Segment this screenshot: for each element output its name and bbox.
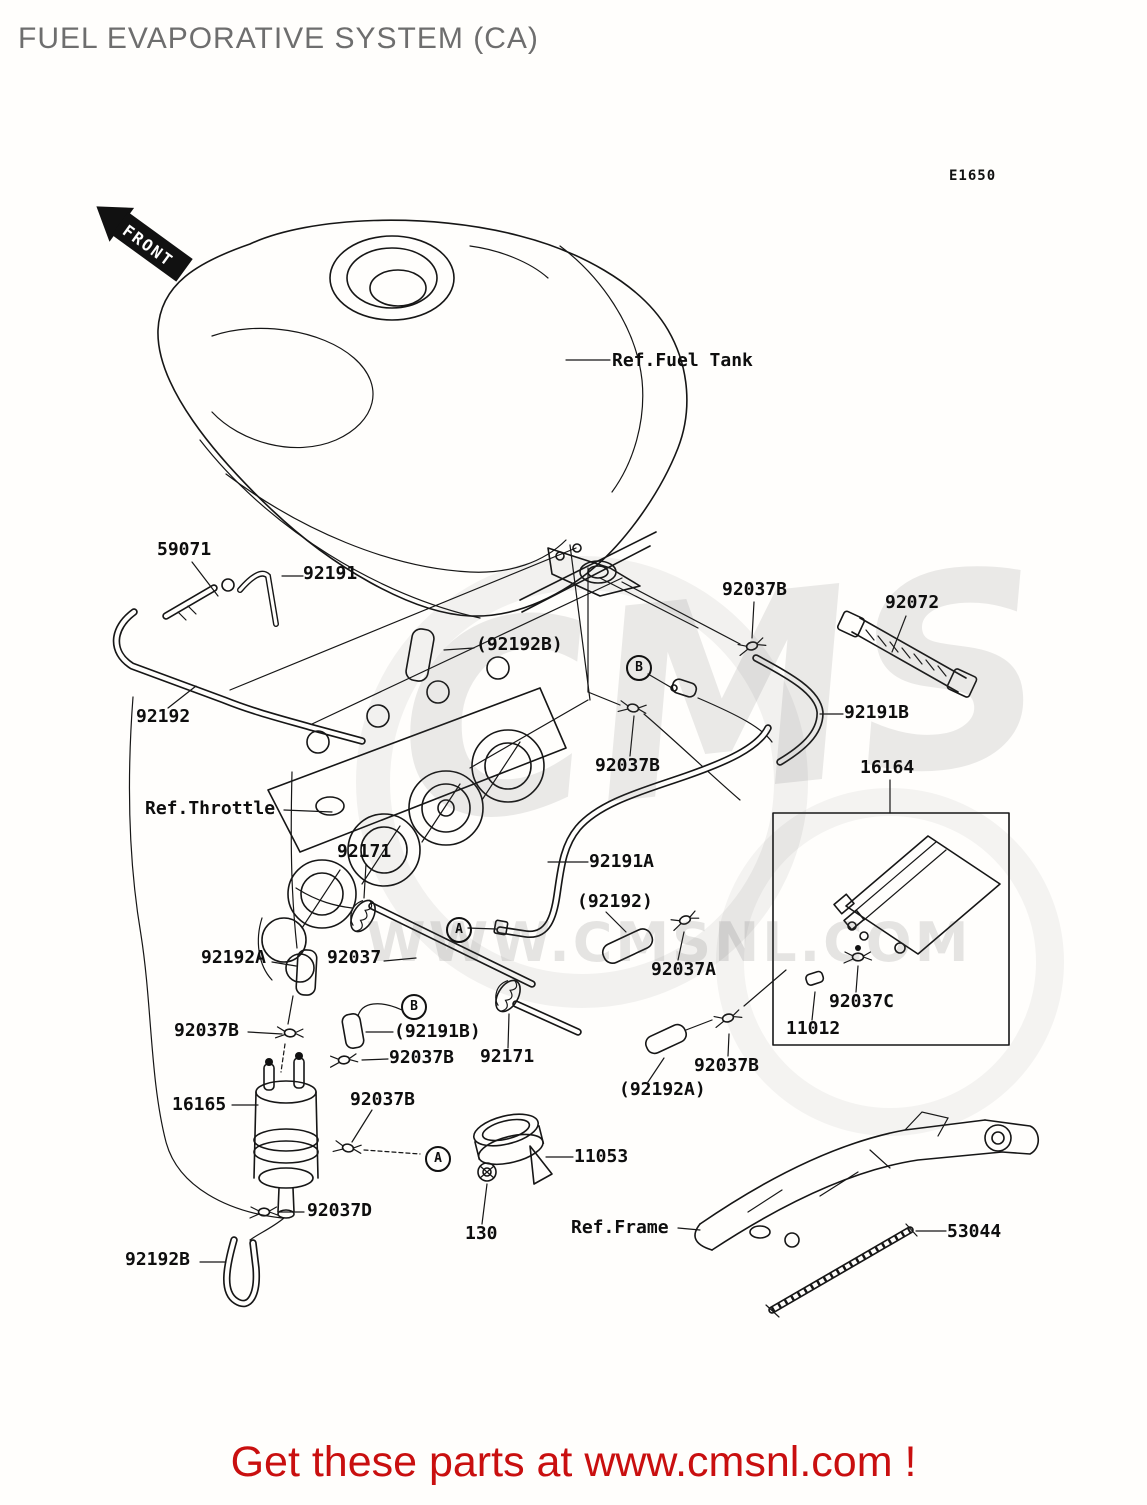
clamp-drawings	[249, 636, 873, 1219]
part-label-92191b-paren: (92191B)	[394, 1021, 481, 1042]
part-label-92192: 92192	[136, 706, 191, 727]
part-label-92037d: 92037D	[307, 1200, 373, 1221]
bolt-130-drawing	[477, 1162, 497, 1182]
routing-lines	[128, 544, 787, 1241]
clamp-11053-drawing	[473, 1113, 553, 1185]
part-label-92037b-6: 92037B	[694, 1055, 760, 1076]
strap-92072-drawing	[836, 610, 978, 698]
part-label-16165: 16165	[172, 1094, 227, 1115]
part-label-ref-throttle: Ref.Throttle	[145, 798, 276, 819]
throttle-body-drawing	[257, 656, 567, 983]
canister-box	[772, 812, 1010, 1046]
part-label-59071: 59071	[157, 539, 212, 560]
frame-drawing	[694, 1111, 1040, 1251]
page-title: FUEL EVAPORATIVE SYSTEM (CA)	[18, 22, 539, 55]
callout-a-2: A	[425, 1146, 451, 1172]
part-label-92171-2: 92171	[480, 1046, 535, 1067]
leader-lines	[167, 359, 947, 1263]
tube-pieces	[295, 628, 825, 1055]
rod-53044-drawing	[765, 1223, 918, 1318]
callout-b-2: B	[401, 994, 427, 1020]
part-label-92037b-3: 92037B	[174, 1020, 240, 1041]
part-label-53044: 53044	[947, 1221, 1002, 1242]
part-label-92037b-4: 92037B	[389, 1047, 455, 1068]
part-label-92037b-2: 92037B	[595, 755, 661, 776]
part-label-92037a: 92037A	[651, 959, 717, 980]
part-label-92191b: 92191B	[844, 702, 910, 723]
callout-b-1: B	[626, 655, 652, 681]
part-label-92037b-5: 92037B	[350, 1089, 416, 1110]
fuel-filter-drawing	[253, 1052, 319, 1219]
part-label-11012: 11012	[786, 1018, 841, 1039]
part-label-92192-paren: (92192)	[577, 891, 653, 912]
part-label-16164: 16164	[860, 757, 915, 778]
part-label-92191: 92191	[303, 563, 358, 584]
fuel-tank-drawing	[157, 219, 688, 619]
part-label-92191a: 92191A	[589, 851, 655, 872]
part-label-92192b-paren: (92192B)	[476, 634, 563, 655]
front-arrow: FRONT	[96, 206, 193, 282]
part-label-92171-1: 92171	[337, 841, 392, 862]
part-label-92037b-1: 92037B	[722, 579, 788, 600]
part-label-92192b: 92192B	[125, 1249, 191, 1270]
part-label-130: 130	[465, 1223, 498, 1244]
part-label-92072: 92072	[885, 592, 940, 613]
canister-drawing	[833, 835, 1001, 955]
footer-banner: Get these parts at www.cmsnl.com !	[230, 1438, 917, 1486]
diagram-code: E1650	[949, 168, 997, 184]
part-label-ref-frame: Ref.Frame	[571, 1217, 669, 1238]
part-label-11053: 11053	[574, 1146, 629, 1167]
callout-a-1: A	[446, 917, 472, 943]
hose-drawings	[112, 570, 824, 1308]
part-label-ref-fuel-tank: Ref.Fuel Tank	[612, 350, 753, 371]
part-label-92037: 92037	[327, 947, 382, 968]
part-label-92192a-paren: (92192A)	[619, 1079, 706, 1100]
part-label-92037c: 92037C	[829, 991, 895, 1012]
part-label-92192a: 92192A	[201, 947, 267, 968]
